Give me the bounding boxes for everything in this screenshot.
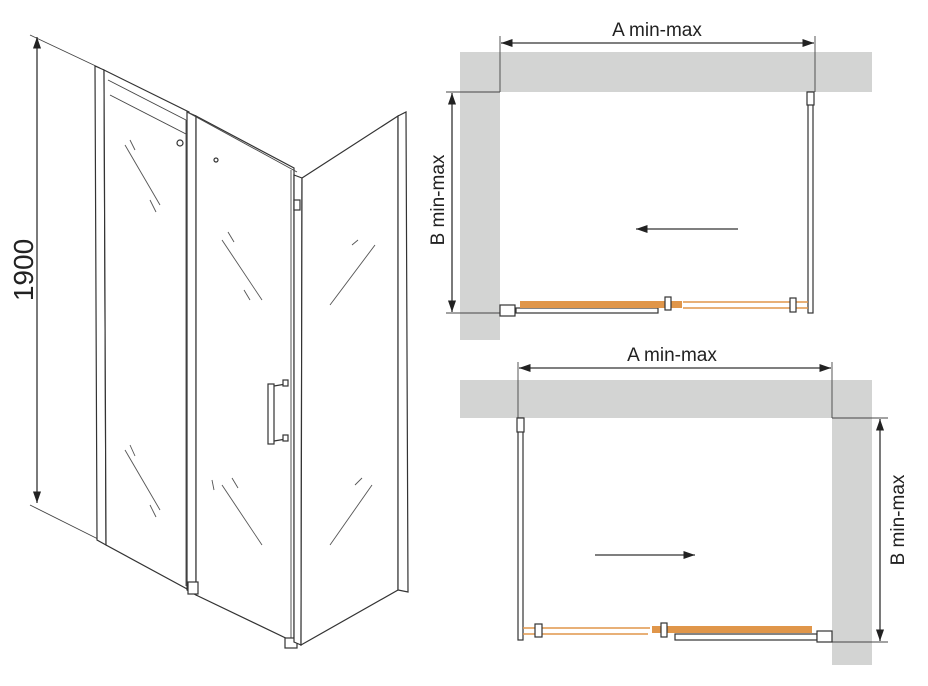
depth-label: B min-max bbox=[888, 474, 909, 565]
depth-label: B min-max bbox=[428, 154, 449, 245]
fixed-panel bbox=[515, 307, 659, 314]
wall-profile bbox=[816, 630, 833, 643]
enclosure-elevation: 1900 bbox=[8, 34, 409, 649]
width-label: A min-max bbox=[612, 20, 702, 41]
side-panel bbox=[517, 417, 524, 641]
side-panel bbox=[807, 91, 814, 314]
wall-profile bbox=[499, 304, 516, 317]
sliding-door-panel bbox=[186, 111, 298, 649]
fixed-panel bbox=[674, 633, 818, 641]
height-dimension: 1900 bbox=[8, 34, 101, 541]
plan-view-top: A min-max B min-max bbox=[428, 20, 872, 340]
plan-view-bottom: A min-max B min-max bbox=[460, 345, 909, 665]
door-handle bbox=[267, 379, 289, 445]
sliding-door-open bbox=[652, 626, 812, 633]
fixed-front-panel bbox=[94, 65, 190, 592]
width-label: A min-max bbox=[627, 345, 717, 366]
height-label: 1900 bbox=[8, 239, 39, 301]
wall-top bbox=[460, 52, 872, 340]
wall-bottom bbox=[460, 380, 872, 665]
side-panel bbox=[293, 111, 409, 647]
sliding-door-open bbox=[520, 301, 682, 308]
